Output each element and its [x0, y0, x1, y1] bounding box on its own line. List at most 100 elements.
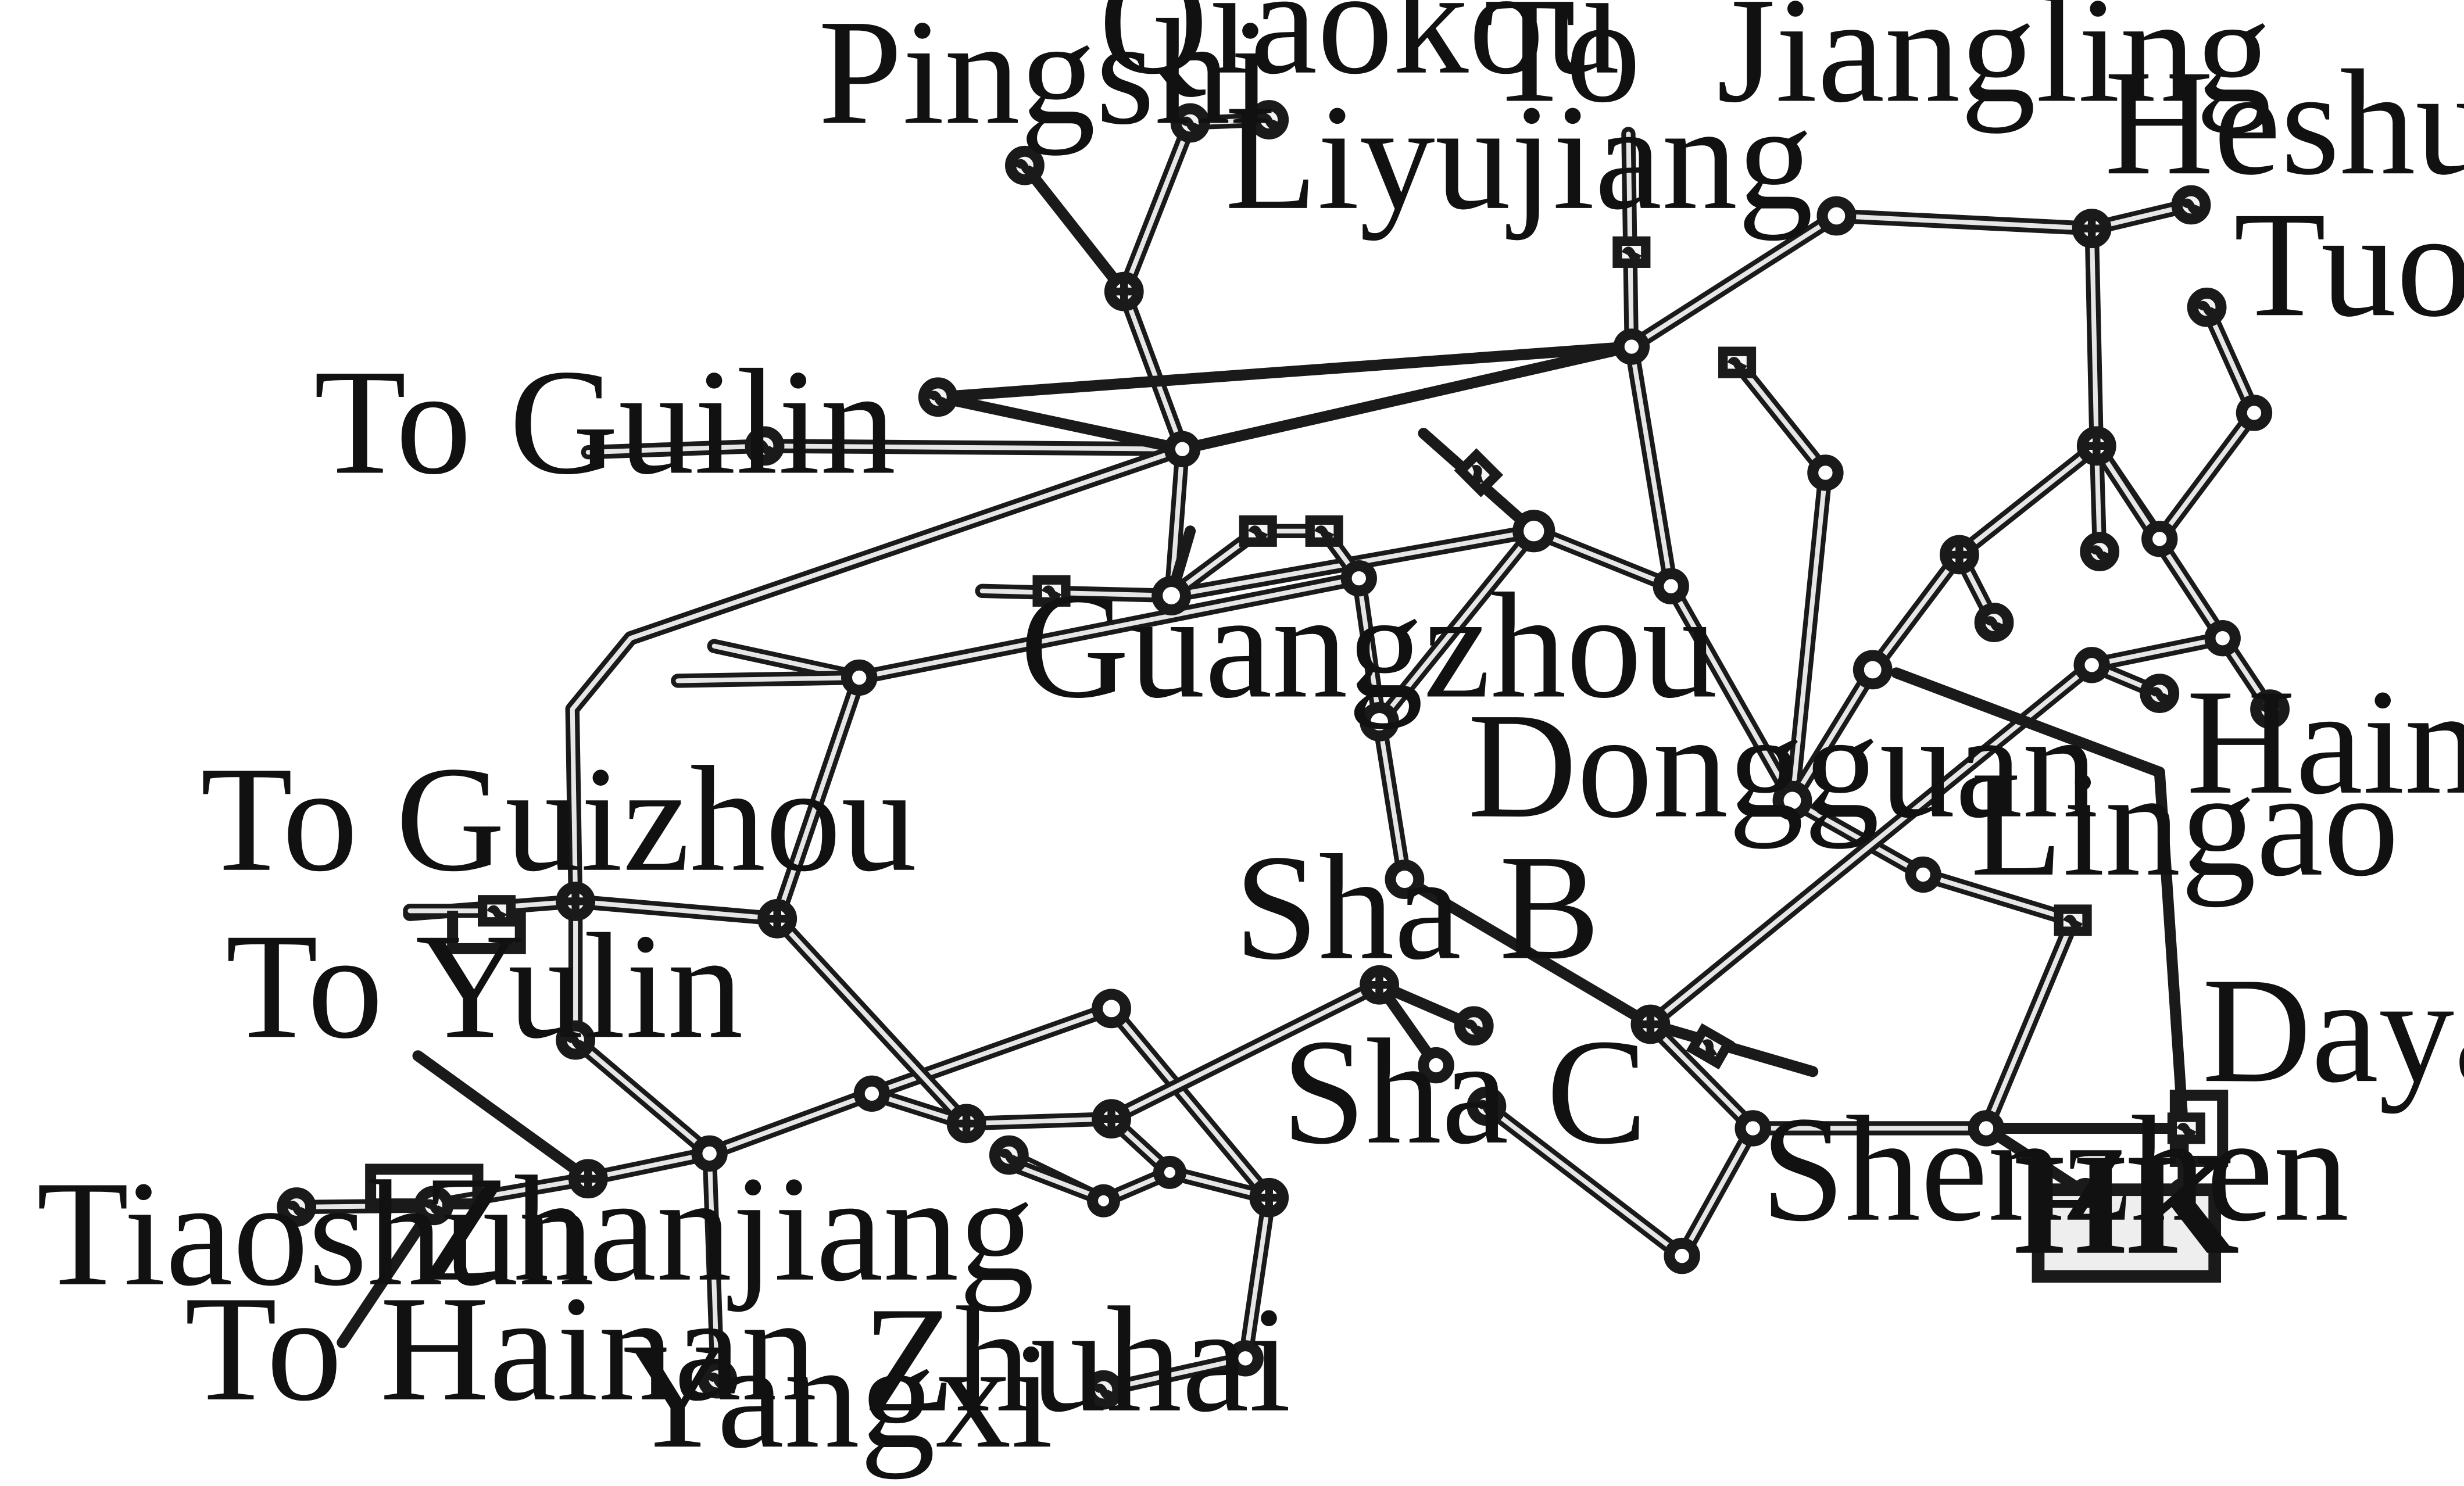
label-guangzhou: Guangzhou [1020, 563, 1718, 730]
bus-node-14 [1653, 568, 1689, 604]
bus-node-9 [1853, 650, 1893, 690]
generator-icon [1974, 603, 2014, 642]
label-sha-b: Sha B [1235, 824, 1600, 991]
line-corridor-core-17 [1356, 576, 1382, 724]
bus-node-25 [1227, 1340, 1264, 1377]
converter-icon [1305, 515, 1343, 547]
bus-node-3 [1772, 780, 1812, 821]
label-to-hainan: To Hainan [185, 1265, 817, 1433]
bus-nodes [691, 196, 2273, 1377]
converter-icon [1686, 1023, 1735, 1070]
single-lines [337, 160, 2192, 1348]
bus-node-7 [691, 1135, 728, 1172]
substation-icon [1939, 535, 1979, 575]
substation-icon [556, 882, 596, 921]
generator-icon [1454, 1006, 1494, 1046]
converter-icon [478, 895, 516, 927]
substation-icon [1360, 965, 1399, 1005]
substation-nodes [556, 209, 2116, 1218]
label-tiaoshun: Tiaoshun [37, 1150, 595, 1317]
label-to-yulin: To Yulin [226, 903, 743, 1070]
generator-icon [698, 1359, 738, 1399]
converter-icon [1239, 515, 1277, 547]
generator-icon [1005, 145, 1045, 185]
generator-icon [556, 1020, 596, 1060]
line-corridor-0 [1117, 116, 1197, 603]
generator-icon [918, 377, 958, 417]
converter-icon [2054, 904, 2092, 936]
bus-node-29 [1968, 1110, 2005, 1147]
label-hk: HK [2014, 1124, 2239, 1284]
substation-icon [757, 898, 798, 939]
line-corridor-core-24 [1014, 1163, 1102, 1200]
substation-icon [2076, 426, 2116, 466]
bus-node-17 [1340, 560, 1377, 597]
converter-icon [1032, 575, 1071, 607]
generator-icon [2140, 674, 2180, 713]
bus-node-18 [1735, 1110, 1771, 1147]
generator-icon [1249, 100, 1289, 139]
label-to-guizhou: To Guizhou [201, 736, 917, 903]
generator-icon [1467, 1086, 1507, 1126]
label-zhuhai: Zhuhai [863, 1276, 1291, 1444]
converter-devices [478, 236, 2205, 1144]
hk-box [2032, 1183, 2222, 1283]
generator-icon [1083, 1370, 1124, 1410]
line-corridor-core-0 [1121, 120, 1193, 599]
bus-node-4 [1151, 576, 1191, 615]
generator-icon [989, 1135, 1029, 1175]
bus-node-16 [1613, 328, 1650, 365]
substation-icon [568, 1159, 608, 1199]
generator-nodes [277, 100, 2290, 1410]
bus-node-12 [1164, 431, 1201, 467]
generator-icon [1170, 103, 1210, 143]
generator-icon [745, 426, 785, 466]
label-dayawan: Dayawan [2202, 947, 2464, 1114]
line-corridor-10 [2089, 300, 2262, 546]
label-liyujiang: Liyujiang [1225, 74, 1813, 241]
converter-icon [1454, 448, 1504, 497]
bus-node-15 [1807, 454, 1844, 491]
line-corridor-core-12 [1648, 636, 2225, 1131]
converter-icon [1612, 236, 1651, 268]
bus-node-6 [1092, 989, 1131, 1029]
bus-node-26 [1153, 1155, 1186, 1189]
substation-icon [1104, 271, 1144, 311]
generator-icon [277, 1187, 317, 1227]
substation-icon [1249, 1177, 1289, 1218]
label-qiaokou: Qiaokou [1099, 0, 1619, 106]
bus-node-21 [2141, 521, 2178, 557]
label-dongguan: Dongguan [1468, 682, 2098, 850]
converter-icon [1718, 346, 1757, 378]
substation-icon [1630, 1004, 1671, 1044]
substation-icon [2072, 209, 2112, 249]
line-corridor-core-10 [2094, 305, 2257, 542]
label-haimen: Haimen [2186, 658, 2464, 826]
label-heshuyuan: Heshuyuan [2104, 39, 2464, 206]
bus-node-5 [841, 659, 878, 696]
bus-node-13 [1905, 856, 1941, 893]
bus-node-20 [1418, 1047, 1454, 1084]
hk-station: HK [2014, 1124, 2239, 1284]
converter-icon [2167, 1112, 2205, 1144]
generator-icon [2250, 689, 2290, 729]
generator-icon [2171, 185, 2211, 225]
bus-node-27 [1087, 1184, 1120, 1218]
line-corridor-core-16 [1169, 528, 1361, 599]
label-shenzhen: Shenzhen [1761, 1086, 2349, 1253]
bus-node-19 [1664, 1237, 1700, 1274]
bus-node-1 [1360, 701, 1399, 742]
label-tuolin: Tuolin [2234, 181, 2464, 348]
generator-icon [2187, 287, 2227, 327]
bus-node-0 [1512, 510, 1555, 553]
label-lingao: Lingao [1971, 740, 2399, 908]
label-pingshi: Pingshi [818, 0, 1272, 156]
bus-node-23 [2204, 620, 2241, 657]
label-sha-c: Sha C [1282, 1008, 1647, 1176]
substation-icon [1092, 1099, 1131, 1139]
label-to-guilin: To Guilin [314, 338, 896, 506]
label-yangxi: Yangxi [623, 1312, 1053, 1480]
bus-node-2 [1385, 860, 1425, 899]
label-zhanjiang: Zhanjiang [421, 1145, 1034, 1313]
